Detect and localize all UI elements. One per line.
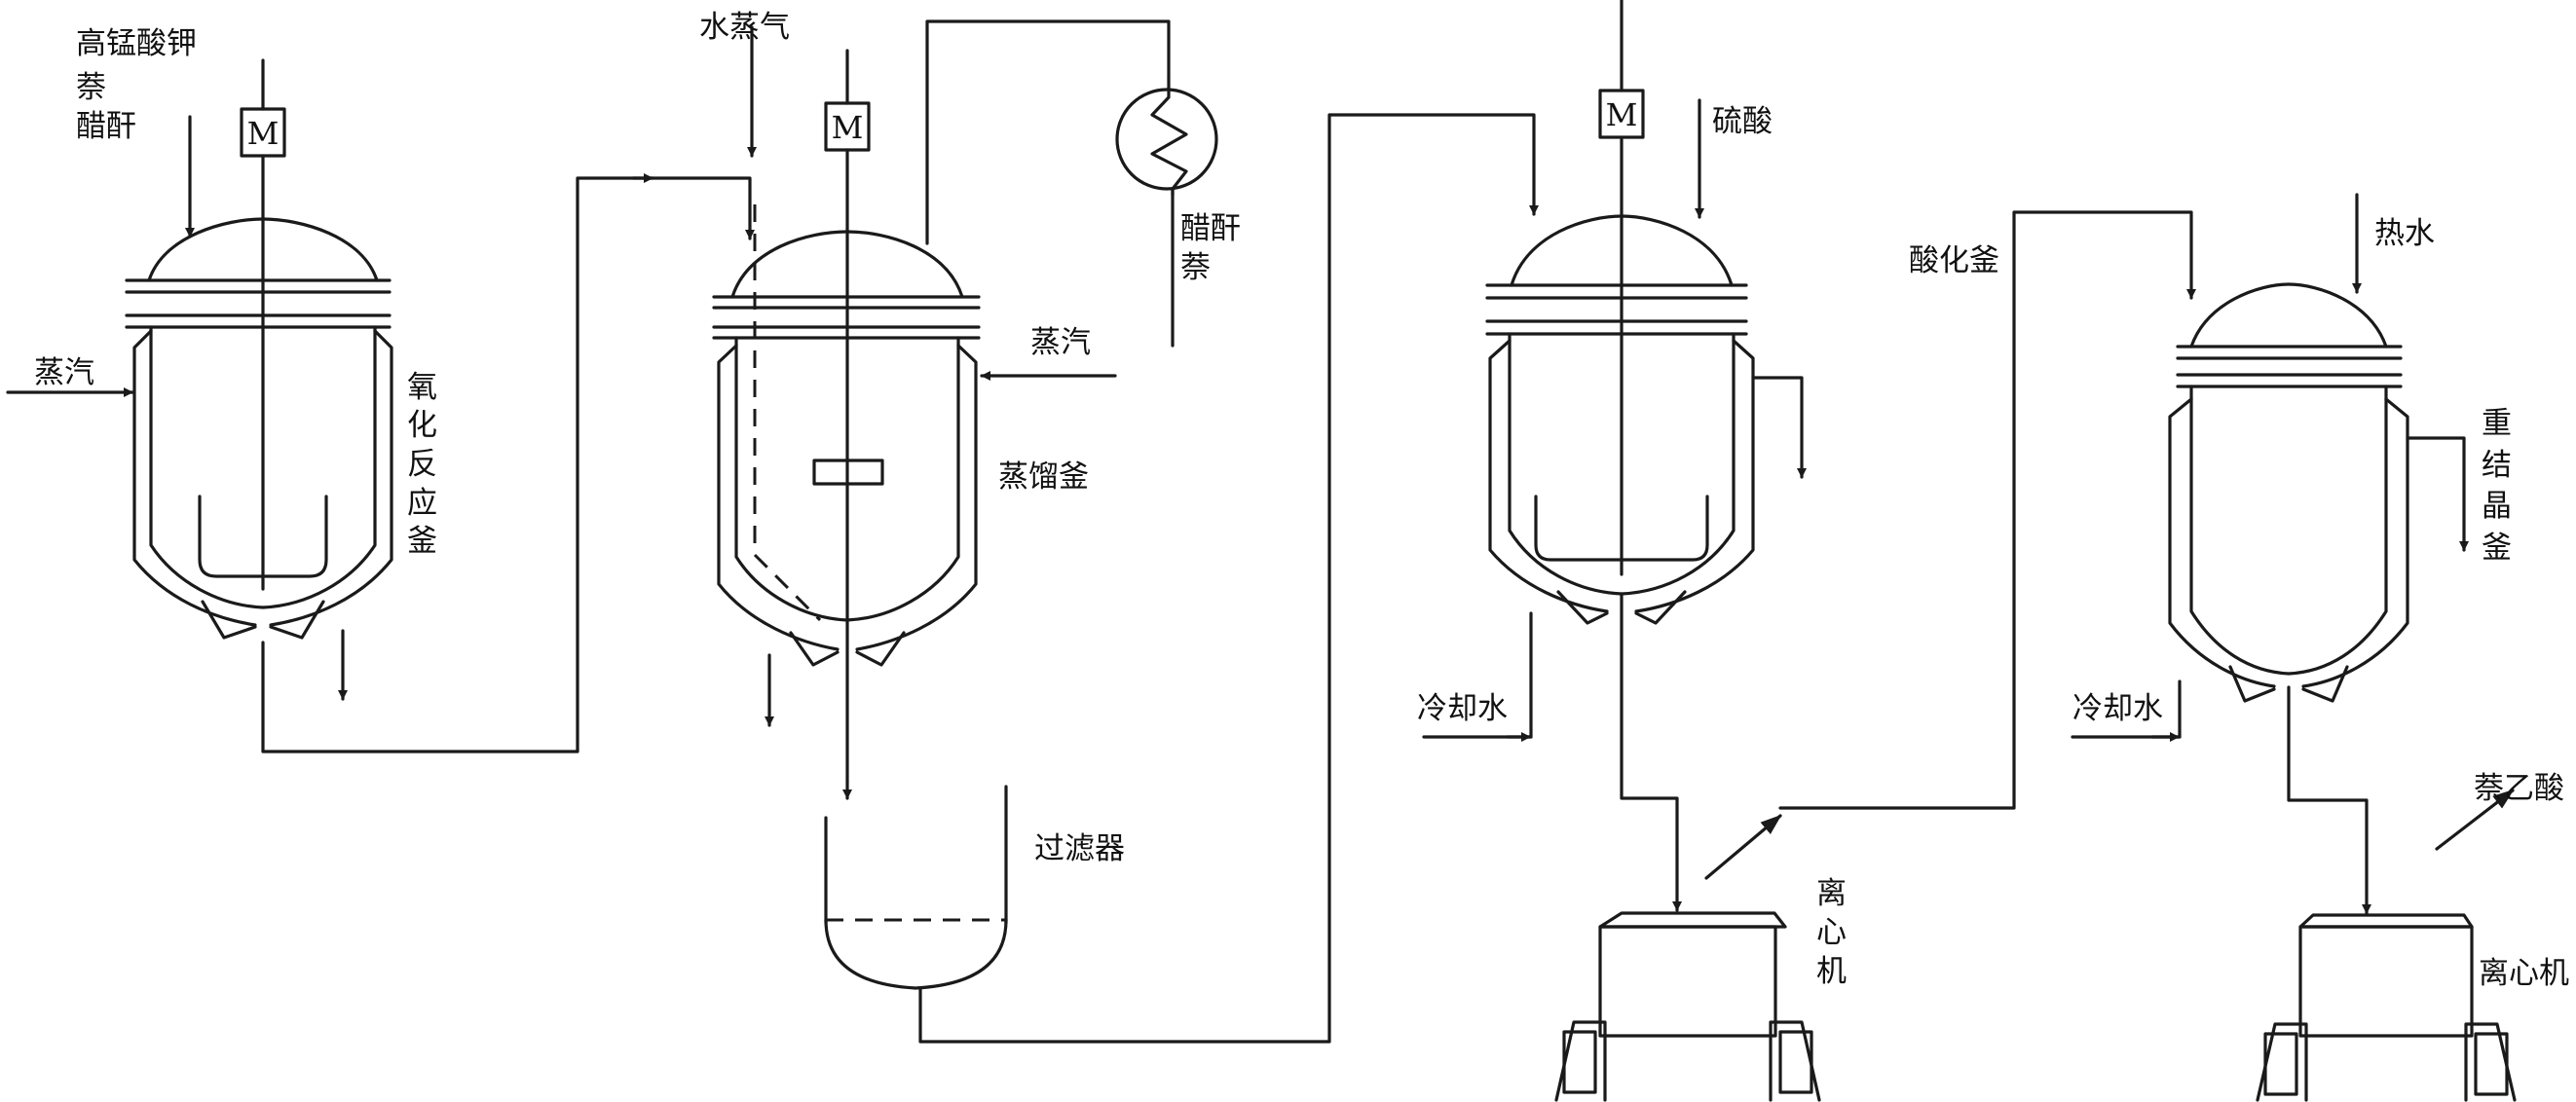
vapor-line [925, 19, 1171, 245]
pipe-to-recrystallizer [1778, 210, 2196, 810]
acidifier-overflow [1751, 376, 1807, 479]
recrystallizer [2168, 282, 2409, 703]
pipe-recrystallizer-to-centrifuge [2287, 685, 2371, 915]
cooling-water-label: 冷却水 [1417, 691, 1508, 726]
product-arrow [2435, 789, 2515, 851]
acidification-kettle [1485, 0, 1755, 625]
still-label: 蒸馏釜 [998, 459, 1089, 495]
recrystallizer-overflow [2406, 436, 2469, 552]
oxidation-reactor [125, 58, 393, 640]
recrystallizer-label-3: 晶 [2482, 489, 2512, 524]
reactor-label-2: 化 [407, 408, 437, 443]
acidifier-label: 酸化釜 [1909, 243, 1999, 278]
centrifuge-outlet-arrow [1704, 814, 1782, 880]
feed-label-kmno4: 高锰酸钾 [76, 26, 197, 61]
reactor-label-1: 氧 [407, 370, 437, 405]
still-steam-label: 蒸汽 [1030, 325, 1091, 360]
condenser [1115, 76, 1218, 197]
pipe-acidifier-to-centrifuge [1620, 592, 1682, 912]
water-vapor-label: 水蒸气 [699, 10, 790, 45]
reactor-label-4: 应 [407, 486, 437, 521]
motor-label: M [832, 109, 864, 146]
product-label: 萘乙酸 [2474, 771, 2564, 806]
centrifuge-label-2: 心 [1816, 915, 1847, 950]
feed-label-acetic-anhydride: 醋酐 [76, 109, 136, 144]
steam-label: 蒸汽 [34, 355, 94, 390]
feed-label-naphthalene: 萘 [76, 70, 106, 105]
motor-label: M [247, 115, 280, 152]
reactor-label-5: 釜 [407, 524, 437, 559]
hot-water-label: 热水 [2374, 216, 2435, 251]
centrifuge-1 [1554, 911, 1821, 1102]
centrifuge-2-label: 离心机 [2479, 956, 2569, 991]
pipe-filter-to-acidifier [918, 113, 1539, 1044]
condensate-label-acetic-anhydride: 醋酐 [1180, 211, 1241, 246]
motor-label: M [1606, 96, 1638, 133]
recrystallizer-label-2: 结 [2482, 448, 2512, 483]
distillation-still [712, 49, 981, 800]
reactor-label-3: 反 [407, 447, 437, 482]
centrifuge-label-3: 机 [1816, 954, 1847, 989]
condensate-label-naphthalene: 萘 [1180, 250, 1211, 285]
centrifuge-label-1: 离 [1816, 876, 1847, 911]
centrifuge-2 [2256, 913, 2517, 1102]
pipe-reactor-to-still [261, 176, 755, 753]
cooling-water-label: 冷却水 [2072, 691, 2163, 726]
acid-label: 硫酸 [1712, 104, 1773, 139]
filter-label: 过滤器 [1034, 831, 1125, 866]
recrystallizer-label-4: 釜 [2482, 531, 2512, 566]
filter [824, 785, 1008, 990]
recrystallizer-label-1: 重 [2482, 406, 2512, 441]
